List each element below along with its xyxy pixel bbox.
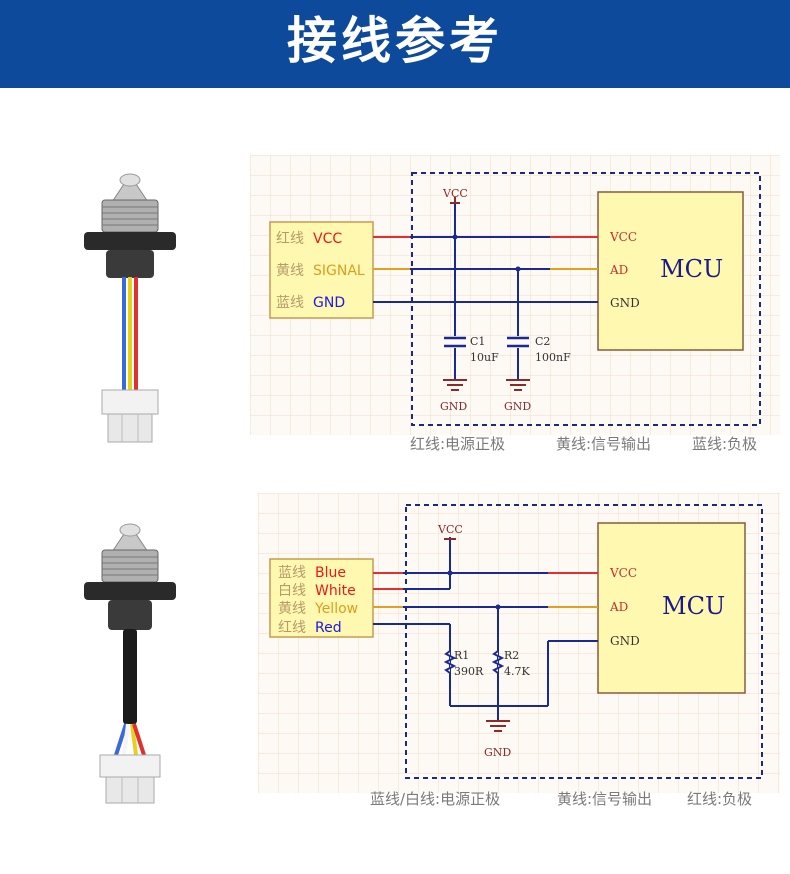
d2-mcu-label: MCU xyxy=(662,592,725,620)
connector-box-2 xyxy=(269,558,374,638)
d2-wire-en-3: Red xyxy=(315,620,342,636)
d1-wire-cn-0: 红线 xyxy=(276,231,304,247)
d1-mcu-pin-gnd: GND xyxy=(610,296,640,310)
connector-box-1 xyxy=(269,221,374,319)
d1-wire-en-0: VCC xyxy=(313,231,342,247)
header-banner xyxy=(0,0,790,88)
d1-gnd-label-2: GND xyxy=(504,400,531,413)
wiring-diagram-1: VCC C1 10uF C2 100nF GND GND VCC AD GND … xyxy=(250,155,780,435)
d1-c1-name: C1 xyxy=(470,335,485,348)
d2-wire-cn-1: 白线 xyxy=(278,583,306,599)
d2-r2-value: 4.7K xyxy=(504,665,530,678)
page-title: 接线参考 xyxy=(287,12,503,70)
d2-mcu-pin-ad: AD xyxy=(609,600,628,614)
d1-wire-cn-2: 蓝线 xyxy=(276,295,304,311)
d2-r1-value: 390R xyxy=(454,665,484,678)
d1-mcu-pin-vcc: VCC xyxy=(609,230,637,244)
mcu-box-2 xyxy=(597,522,746,694)
d1-mcu-label: MCU xyxy=(660,255,723,283)
d1-vcc-label: VCC xyxy=(442,187,468,200)
d2-wire-cn-2: 黄线 xyxy=(278,600,306,617)
d2-wire-cn-0: 蓝线 xyxy=(278,565,306,581)
d2-vcc-label: VCC xyxy=(437,523,463,536)
d1-caption-yellow: 黄线:信号输出 xyxy=(556,435,652,453)
d2-mcu-pin-gnd: GND xyxy=(610,634,640,648)
wiring-diagram-2: VCC R1 390R R2 4.7K GND VCC AD GND MCU 蓝… xyxy=(258,493,780,793)
d1-c2-name: C2 xyxy=(535,335,550,348)
d2-wire-cn-3: 红线 xyxy=(278,620,306,636)
d1-wire-en-1: SIGNAL xyxy=(313,263,365,279)
d2-caption-blue-white: 蓝线/白线:电源正极 xyxy=(370,790,501,808)
d2-r1-name: R1 xyxy=(454,649,469,662)
d2-caption-red: 红线:负极 xyxy=(687,790,753,808)
d2-wire-en-1: White xyxy=(315,583,356,599)
d1-wire-en-2: GND xyxy=(313,295,345,311)
d1-gnd-label-1: GND xyxy=(440,400,467,413)
d1-caption-red: 红线:电源正极 xyxy=(410,435,506,453)
mcu-box-1 xyxy=(597,191,744,351)
sensor-image-2 xyxy=(84,523,176,804)
d1-mcu-pin-ad: AD xyxy=(609,263,628,277)
sensor-image-1 xyxy=(84,173,176,443)
d2-wire-en-0: Blue xyxy=(315,565,346,581)
d2-wire-en-2: Yellow xyxy=(314,601,358,617)
d1-c1-value: 10uF xyxy=(470,351,499,364)
d2-gnd-label: GND xyxy=(484,746,511,759)
d1-c2-value: 100nF xyxy=(535,351,571,364)
d2-r2-name: R2 xyxy=(504,649,519,662)
d2-caption-yellow: 黄线:信号输出 xyxy=(557,790,653,808)
d1-wire-cn-1: 黄线 xyxy=(276,262,304,279)
d2-mcu-pin-vcc: VCC xyxy=(609,566,637,580)
d1-caption-blue: 蓝线:负极 xyxy=(692,435,758,453)
